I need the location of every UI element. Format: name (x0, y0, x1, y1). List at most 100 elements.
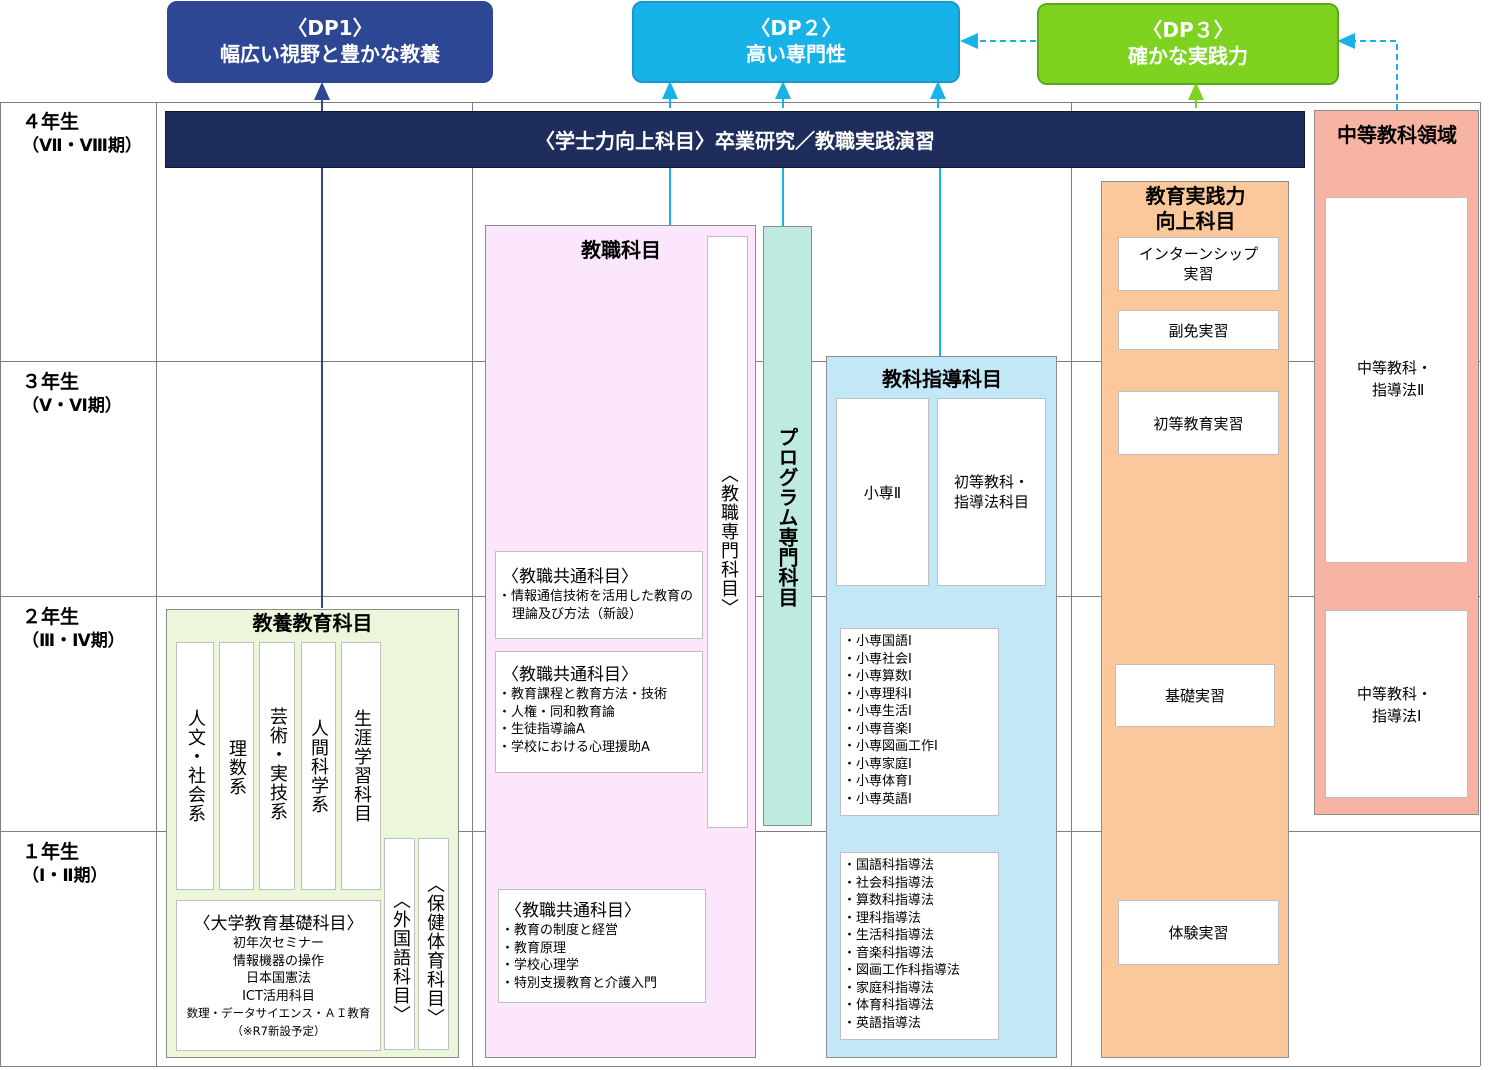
kyoyo-base-item: 日本国憲法 (245, 971, 311, 986)
grid-bottom (0, 1066, 1480, 1067)
kyoyo-base-item: ICT活用科目 (242, 988, 315, 1004)
kyoyo-col-shogai: 生涯学習科目 (341, 642, 381, 890)
shidoho-item: 国語科指導法 (843, 857, 998, 875)
kyoyo-base-item: （※R7新設予定） (231, 1023, 326, 1038)
common1-title: 〈教職共通科目〉 (502, 567, 638, 587)
year-label: １年生 (22, 841, 80, 863)
shidoho-item: 生活科指導法 (843, 927, 998, 945)
chuto-shidoho2-b: 指導法Ⅱ (1372, 381, 1425, 399)
program-title: プログラム専門科目 (775, 427, 799, 607)
chuto-shidoho2-a: 中等教科・ (1357, 359, 1433, 377)
dp3-code: 〈DP３〉 (1142, 18, 1234, 42)
chuto-shidoho1-a: 中等教科・ (1357, 685, 1433, 703)
chuto-shidoho1-b: 指導法Ⅰ (1372, 707, 1422, 725)
common2-item: 教育課程と教育方法・技術 (498, 686, 702, 704)
year-label: ４年生 (22, 111, 80, 133)
kyoyo-base-item: 初年次セミナー (232, 936, 324, 951)
period-label: （Ⅰ・Ⅱ期） (22, 866, 108, 886)
common2-item: 学校における心理援助A (498, 739, 702, 757)
shosen1-item: 小専図画工作Ⅰ (843, 738, 998, 756)
shosen1-item: 小専英語Ⅰ (843, 791, 998, 809)
banner: 〈学士力向上科目〉卒業研究／教職実践演習 (165, 111, 1305, 168)
shosen1-item: 小専国語Ⅰ (843, 633, 998, 651)
kyoka-shidoho: 国語科指導法 社会科指導法 算数科指導法 理科指導法 生活科指導法 音楽科指導法… (840, 852, 999, 1040)
kyoka-shoto: 初等教科・指導法科目 (937, 398, 1046, 586)
dp2-box: 〈DP２〉 高い専門性 (632, 1, 960, 83)
shosen1-item: 小専体育Ⅰ (843, 773, 998, 791)
common3-item: 教育原理 (501, 940, 705, 958)
common3-item: 学校心理学 (501, 957, 705, 975)
kyoyo-col-jinbun: 人文・社会系 (176, 642, 214, 890)
common1-item: 情報通信技術を活用した教育の理論及び方法（新設） (498, 588, 702, 623)
shosen1-item: 小専社会Ⅰ (843, 651, 998, 669)
kyoshoku-common3: 〈教職共通科目〉 教育の制度と経営 教育原理 学校心理学 特別支援教育と介護入門 (498, 889, 706, 1003)
dp1-box: 〈DP1〉 幅広い視野と豊かな教養 (167, 1, 493, 83)
kyoka-shosen2: 小専Ⅱ (836, 398, 929, 586)
kyoyo-base-item: 数理・データサイエンス・ＡＩ教育 (186, 1006, 371, 1020)
grid-col3 (1071, 102, 1072, 1066)
shosen1-item: 小専理科Ⅰ (843, 686, 998, 704)
grid-top (0, 102, 1480, 103)
grid-col2 (472, 102, 473, 1066)
period-label: （Ⅴ・Ⅵ期） (22, 396, 122, 416)
period-label: （Ⅲ・Ⅳ期） (22, 631, 125, 651)
dp1-code: 〈DP1〉 (287, 16, 373, 40)
kyoyo-base-title: 〈大学教育基礎科目〉 (193, 914, 364, 934)
jissen-shoto: 初等教育実習 (1118, 391, 1279, 455)
dp3-box: 〈DP３〉 確かな実践力 (1037, 3, 1339, 85)
common2-item: 生徒指導論A (498, 721, 702, 739)
jissen-internship: インターンシップ実習 (1118, 237, 1279, 291)
dp1-name: 幅広い視野と豊かな教養 (220, 42, 440, 66)
jissen-title-2: 向上科目 (1155, 209, 1236, 233)
jissen-kiso: 基礎実習 (1115, 664, 1275, 727)
grid-right (1480, 102, 1481, 1066)
common3-list: 教育の制度と経営 教育原理 学校心理学 特別支援教育と介護入門 (501, 922, 705, 992)
kyoshoku-senmon: 〈教職専門科目〉 (707, 236, 748, 828)
kyoka-title: 教科指導科目 (882, 367, 1002, 391)
jissen-fukumen: 副免実習 (1118, 310, 1279, 350)
dp3-name: 確かな実践力 (1128, 44, 1248, 68)
year-2: ２年生 （Ⅲ・Ⅳ期） (22, 605, 125, 653)
year-1: １年生 （Ⅰ・Ⅱ期） (22, 840, 108, 888)
common3-item: 特別支援教育と介護入門 (501, 975, 705, 993)
kyoka-shosen1: 小専国語Ⅰ 小専社会Ⅰ 小専算数Ⅰ 小専理科Ⅰ 小専生活Ⅰ 小専音楽Ⅰ 小専図画… (840, 628, 999, 816)
kyoyo-col-risu: 理数系 (219, 642, 254, 890)
jissen-title-1: 教育実践力 (1145, 184, 1246, 208)
kyoshoku-common1: 〈教職共通科目〉 情報通信技術を活用した教育の理論及び方法（新設） (495, 551, 703, 639)
year-3: ３年生 （Ⅴ・Ⅵ期） (22, 370, 122, 418)
kyoyo-base-item: 情報機器の操作 (232, 953, 324, 969)
shidoho-item: 社会科指導法 (843, 875, 998, 893)
kyoyo-title: 教養教育科目 (252, 611, 373, 635)
shidoho-item: 音楽科指導法 (843, 945, 998, 963)
shidoho-item: 算数科指導法 (843, 892, 998, 910)
shosen1-item: 小専生活Ⅰ (843, 703, 998, 721)
shosen1-item: 小専音楽Ⅰ (843, 721, 998, 739)
shidoho-list: 国語科指導法 社会科指導法 算数科指導法 理科指導法 生活科指導法 音楽科指導法… (843, 857, 998, 1032)
year-label: ２年生 (22, 606, 80, 628)
grid-left (0, 102, 1, 1066)
shidoho-item: 家庭科指導法 (843, 980, 998, 998)
banner-text: 〈学士力向上科目〉卒業研究／教職実践演習 (535, 129, 935, 153)
kyoshoku-common2: 〈教職共通科目〉 教育課程と教育方法・技術 人権・同和教育論 生徒指導論A 学校… (495, 651, 703, 773)
year-label: ３年生 (22, 371, 80, 393)
common2-title: 〈教職共通科目〉 (502, 665, 638, 685)
dashed-chuto-dp3 (1337, 33, 1398, 110)
chuto-shidoho1: 中等教科・ 指導法Ⅰ (1325, 610, 1468, 798)
kyoyo-col-ningen: 人間科学系 (301, 642, 336, 890)
jissen-taiken: 体験実習 (1118, 900, 1279, 965)
chuto-title: 中等教科領域 (1337, 123, 1457, 147)
shosen1-item: 小専算数Ⅰ (843, 668, 998, 686)
shidoho-item: 理科指導法 (843, 910, 998, 928)
dp2-code: 〈DP２〉 (750, 16, 842, 40)
common3-title: 〈教職共通科目〉 (505, 901, 641, 921)
shidoho-item: 図画工作科指導法 (843, 962, 998, 980)
kyoshoku-title: 教職科目 (581, 238, 661, 262)
shidoho-item: 英語指導法 (843, 1015, 998, 1033)
kyoyo-base: 〈大学教育基礎科目〉 初年次セミナー 情報機器の操作 日本国憲法 ICT活用科目… (176, 900, 381, 1051)
shidoho-item: 体育科指導法 (843, 997, 998, 1015)
chuto-shidoho2: 中等教科・ 指導法Ⅱ (1325, 197, 1468, 563)
dp2-name: 高い専門性 (746, 42, 846, 66)
kyoyo-health: 〈保健体育科目〉 (418, 838, 449, 1050)
common2-list: 教育課程と教育方法・技術 人権・同和教育論 生徒指導論A 学校における心理援助A (498, 686, 702, 756)
